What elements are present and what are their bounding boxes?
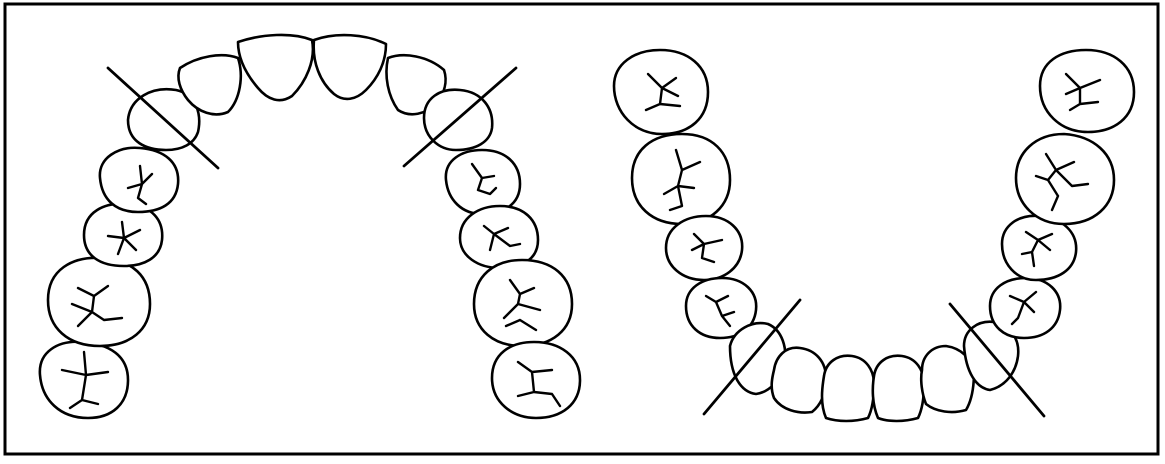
lower-left-molar-3 — [612, 48, 710, 136]
upper-right-central-incisor — [312, 33, 388, 101]
lower-right-cut-line — [948, 302, 1046, 418]
upper-right-cut-line — [402, 66, 518, 168]
upper-right-premolar-1 — [444, 148, 522, 216]
lower-left-molar-2 — [630, 132, 732, 226]
upper-right-molar-3 — [490, 340, 582, 420]
upper-left-molar-3 — [38, 340, 130, 420]
upper-left-premolar-2 — [82, 202, 164, 268]
upper-right-premolar-2 — [458, 204, 540, 270]
lower-right-molar-3 — [1038, 48, 1136, 134]
figure-frame — [3, 2, 1160, 456]
upper-arch — [38, 33, 582, 420]
upper-left-lateral-incisor — [177, 54, 242, 116]
lower-right-molar-2 — [1014, 132, 1116, 226]
lower-left-central-incisor — [820, 354, 876, 423]
upper-right-molar-2 — [472, 258, 574, 348]
upper-left-molar-2 — [46, 256, 152, 348]
lower-right-lateral-incisor — [919, 344, 976, 414]
lower-right-premolar-1 — [988, 276, 1062, 340]
lower-left-premolar-2 — [664, 214, 744, 282]
lower-left-lateral-incisor — [770, 346, 828, 414]
lower-arch — [612, 48, 1136, 423]
lower-left-premolar-1 — [684, 276, 758, 340]
upper-left-premolar-1 — [98, 146, 180, 214]
upper-left-central-incisor — [236, 33, 315, 102]
lower-left-cut-line — [702, 298, 802, 416]
lower-right-premolar-2 — [1000, 214, 1078, 282]
lower-right-central-incisor — [871, 354, 926, 423]
upper-left-cut-line — [106, 66, 220, 170]
